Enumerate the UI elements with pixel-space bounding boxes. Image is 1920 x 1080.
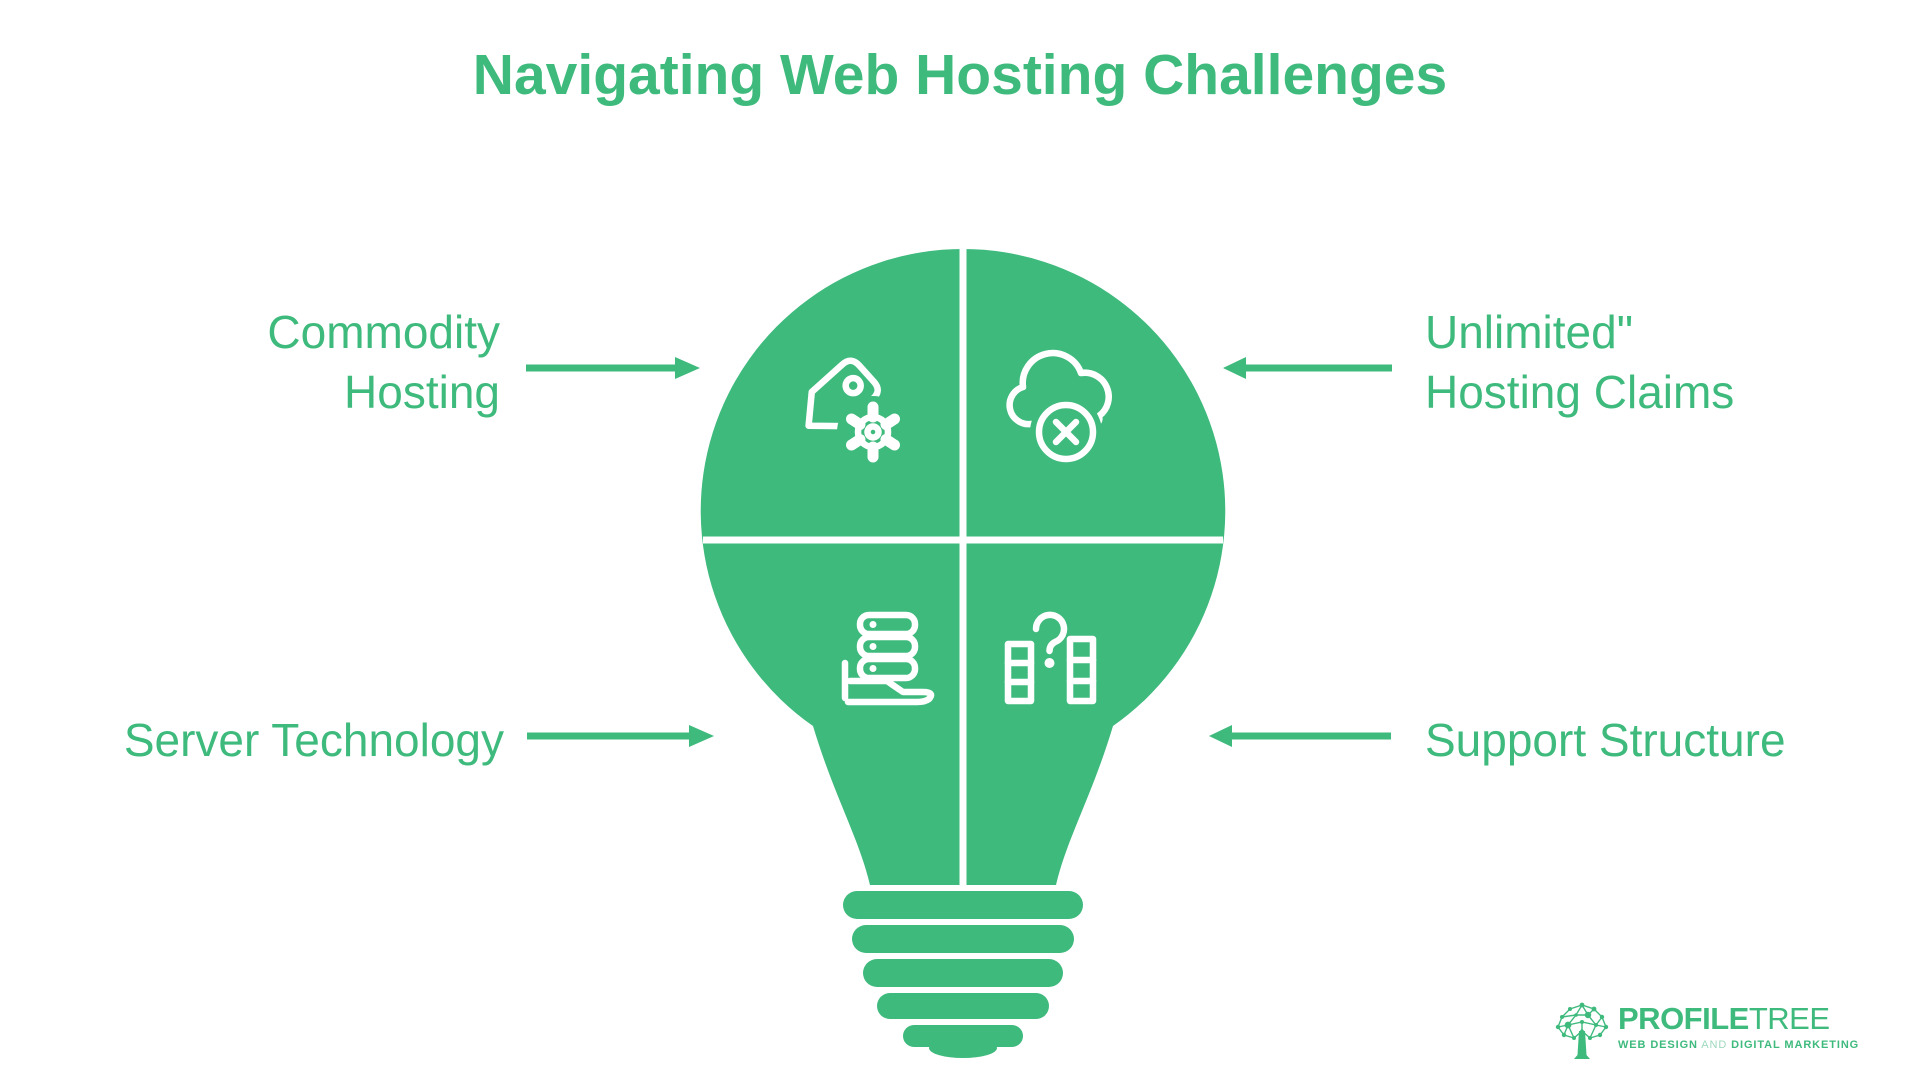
arrow-right-server-icon xyxy=(527,725,714,747)
brand-wordmark: PROFILETREE xyxy=(1618,1002,1859,1036)
label-unlimited-line1: Unlimited" xyxy=(1425,306,1634,358)
lightbulb-diagram xyxy=(700,248,1226,1058)
label-commodity-hosting: Commodity Hosting xyxy=(160,302,500,422)
lightbulb-screw-base xyxy=(843,891,1083,1058)
label-server-technology: Server Technology xyxy=(84,710,504,770)
network-tree-icon xyxy=(1555,1002,1609,1059)
page-title: Navigating Web Hosting Challenges xyxy=(472,43,1448,107)
label-server-line1: Server Technology xyxy=(123,714,504,766)
label-unlimited-hosting-claims: Unlimited" Hosting Claims xyxy=(1425,302,1895,422)
label-commodity-line2: Hosting xyxy=(344,366,500,418)
label-commodity-line1: Commodity xyxy=(267,306,500,358)
brand-profile: PROFILE xyxy=(1618,1001,1749,1036)
label-support-line1: Support Structure xyxy=(1425,714,1786,766)
hand-server-icon xyxy=(841,611,935,706)
tagline-and: AND xyxy=(1701,1039,1728,1051)
label-support-structure: Support Structure xyxy=(1425,710,1895,770)
tagline-web-design: WEB DESIGN xyxy=(1618,1039,1698,1051)
profiletree-logo: PROFILETREE WEB DESIGN AND DIGITAL MARKE… xyxy=(1552,998,1882,1068)
tagline-digital-marketing: DIGITAL MARKETING xyxy=(1731,1039,1860,1051)
server-comparison-question-icon xyxy=(1004,611,1097,705)
label-unlimited-line2: Hosting Claims xyxy=(1425,366,1735,418)
cloud-error-icon xyxy=(1006,349,1112,468)
arrow-left-unlimited-icon xyxy=(1223,357,1392,379)
arrow-left-support-icon xyxy=(1209,725,1391,747)
brand-tagline: WEB DESIGN AND DIGITAL MARKETING xyxy=(1618,1039,1859,1052)
price-tag-gear-icon xyxy=(805,357,909,468)
brand-tree: TREE xyxy=(1748,1001,1830,1036)
arrow-right-commodity-icon xyxy=(526,357,700,379)
